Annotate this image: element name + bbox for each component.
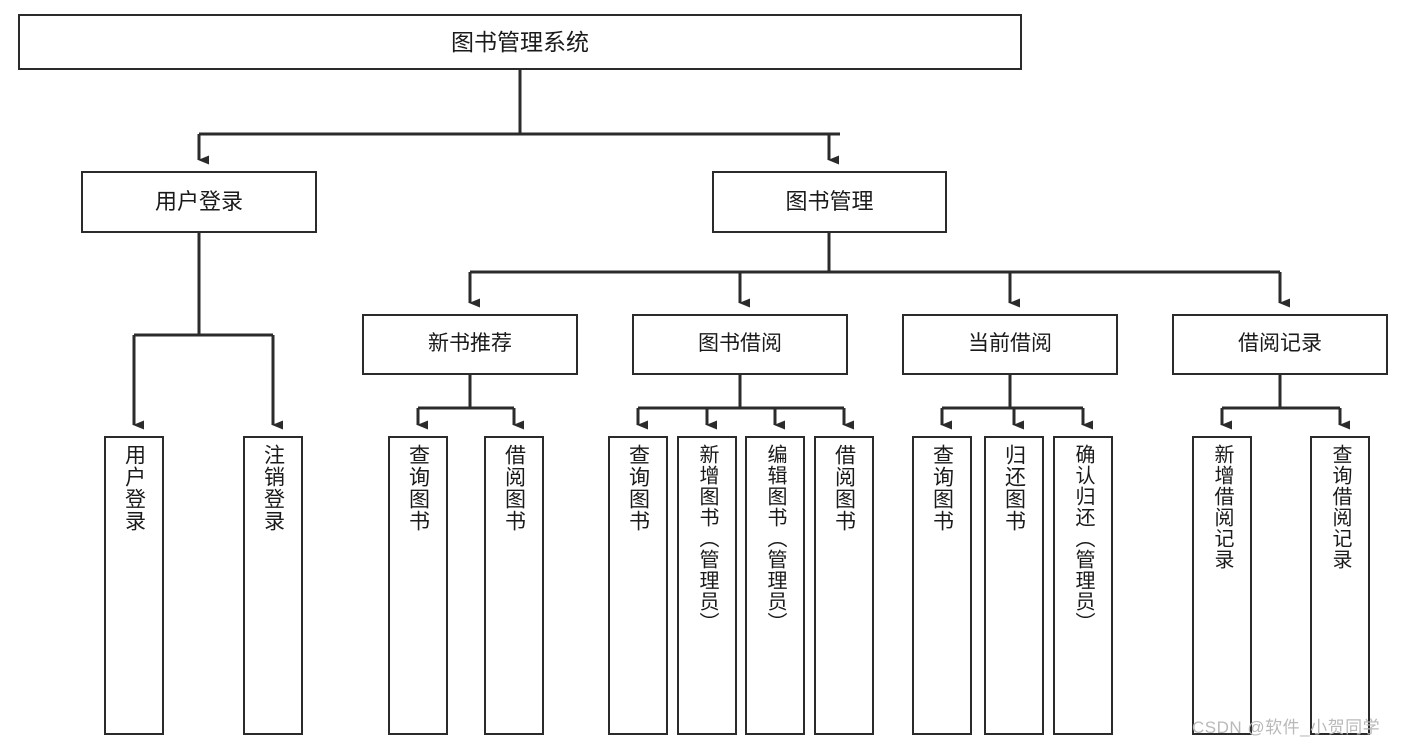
- node-new-book-recommend[interactable]: 新书推荐: [362, 314, 578, 375]
- node-borrow-record[interactable]: 借阅记录: [1172, 314, 1388, 375]
- node-leaf-query-book-3[interactable]: 查询图书: [912, 436, 972, 735]
- node-leaf-query-book-1-label: 查询图书: [406, 444, 430, 532]
- node-leaf-return-book[interactable]: 归还图书: [984, 436, 1044, 735]
- node-leaf-query-book-1[interactable]: 查询图书: [388, 436, 448, 735]
- node-current-borrow-label: 当前借阅: [968, 332, 1052, 356]
- node-book-management-label: 图书管理: [785, 189, 874, 215]
- node-new-book-recommend-label: 新书推荐: [428, 332, 512, 356]
- node-leaf-borrow-book-1-label: 借阅图书: [502, 444, 526, 532]
- node-leaf-user-logout-label: 注销登录: [261, 444, 285, 532]
- node-book-borrow[interactable]: 图书借阅: [632, 314, 848, 375]
- csdn-watermark: CSDN @软件_小贺同学: [1192, 718, 1381, 737]
- node-leaf-borrow-book-2[interactable]: 借阅图书: [814, 436, 874, 735]
- node-leaf-add-book[interactable]: 新增图书（管理员）: [677, 436, 737, 735]
- node-leaf-query-book-3-label: 查询图书: [930, 444, 954, 532]
- node-leaf-add-record-label: 新增借阅记录: [1211, 444, 1233, 570]
- node-leaf-query-record[interactable]: 查询借阅记录: [1310, 436, 1370, 735]
- node-current-borrow[interactable]: 当前借阅: [902, 314, 1118, 375]
- node-leaf-borrow-book-1[interactable]: 借阅图书: [484, 436, 544, 735]
- node-user-login[interactable]: 用户登录: [81, 171, 317, 233]
- node-leaf-query-book-2-label: 查询图书: [626, 444, 650, 532]
- node-leaf-user-logout[interactable]: 注销登录: [243, 436, 303, 735]
- node-root-label: 图书管理系统: [451, 28, 589, 55]
- node-leaf-confirm-return[interactable]: 确认归还（管理员）: [1053, 436, 1113, 735]
- node-leaf-user-login[interactable]: 用户登录: [104, 436, 164, 735]
- node-leaf-edit-book[interactable]: 编辑图书（管理员）: [745, 436, 805, 735]
- node-leaf-query-book-2[interactable]: 查询图书: [608, 436, 668, 735]
- node-leaf-edit-book-label: 编辑图书（管理员）: [764, 444, 786, 633]
- node-book-borrow-label: 图书借阅: [698, 332, 782, 356]
- node-leaf-add-book-label: 新增图书（管理员）: [696, 444, 718, 633]
- node-book-management[interactable]: 图书管理: [712, 171, 947, 233]
- node-leaf-user-login-label: 用户登录: [122, 444, 146, 532]
- node-leaf-return-book-label: 归还图书: [1002, 444, 1026, 532]
- node-root[interactable]: 图书管理系统: [18, 14, 1022, 70]
- node-leaf-confirm-return-label: 确认归还（管理员）: [1072, 444, 1094, 633]
- node-leaf-query-record-label: 查询借阅记录: [1329, 444, 1351, 570]
- node-leaf-borrow-book-2-label: 借阅图书: [832, 444, 856, 532]
- node-user-login-label: 用户登录: [154, 189, 243, 215]
- node-leaf-add-record[interactable]: 新增借阅记录: [1192, 436, 1252, 735]
- node-borrow-record-label: 借阅记录: [1238, 332, 1322, 356]
